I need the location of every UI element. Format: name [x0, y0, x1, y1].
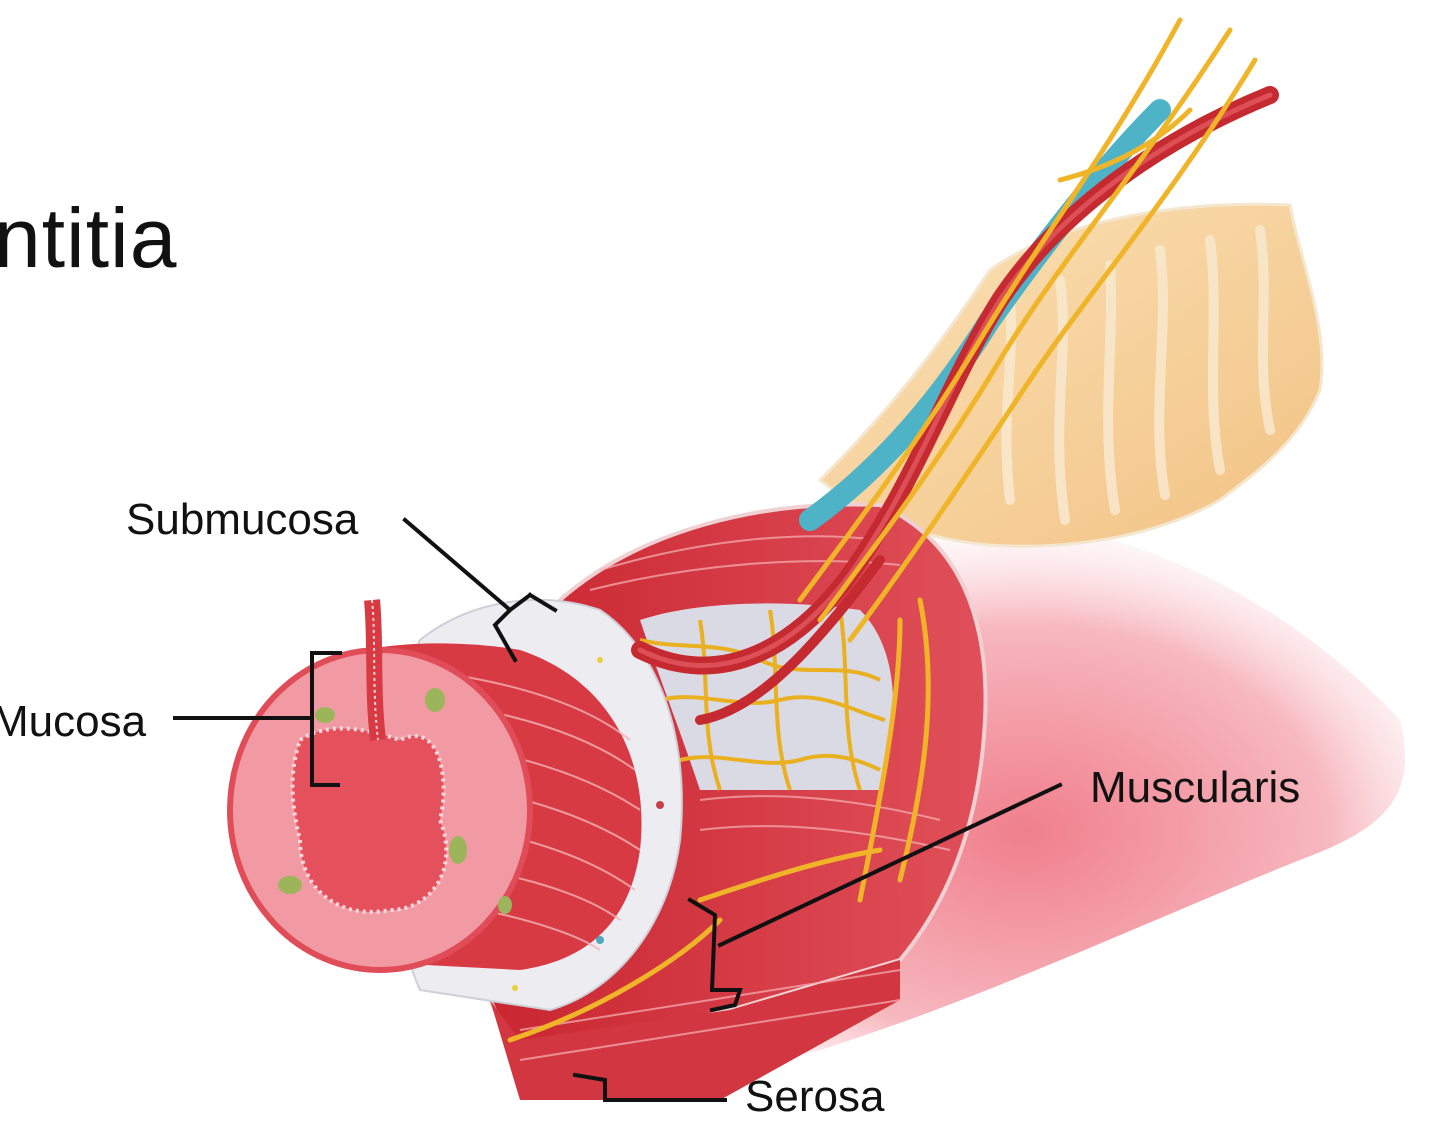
label-mucosa: Mucosa [0, 697, 147, 746]
mucosa-face [227, 599, 533, 973]
label-leader-lines [173, 517, 1063, 1102]
label-muscularis: Muscularis [1090, 763, 1301, 812]
label-serosa: Serosa [745, 1072, 885, 1121]
slide-title-fragment: ntitia [0, 191, 178, 285]
mesenteric-nerves [507, 17, 1258, 1043]
label-submucosa: Submucosa [126, 495, 359, 544]
myenteric-plexus [639, 603, 894, 791]
mesentery-fat [817, 202, 1324, 548]
